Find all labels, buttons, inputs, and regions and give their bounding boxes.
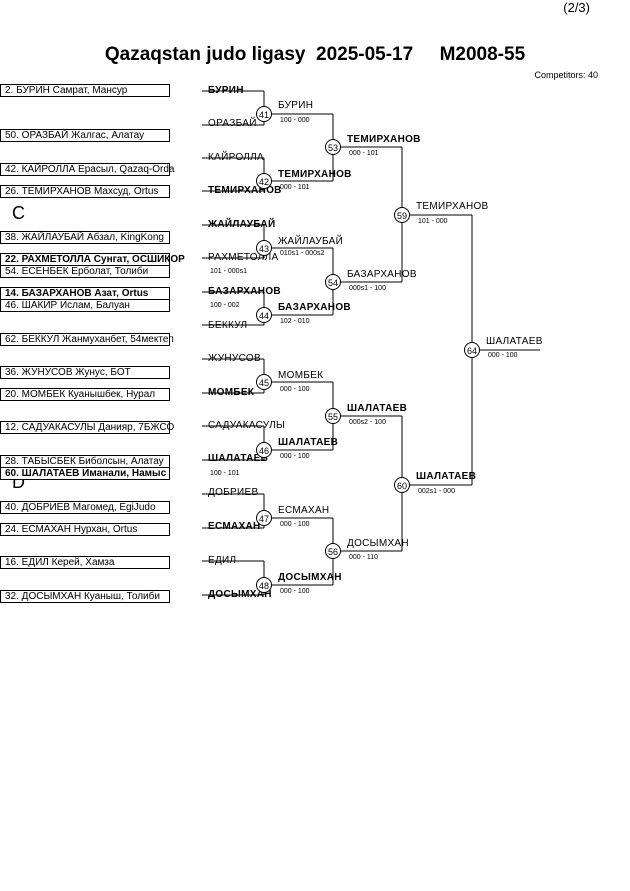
competitor-slot: 12. САДУАКАСУЛЫ Данияр, 7БЖСО xyxy=(0,421,174,434)
match-winner-name: ЖАЙЛАУБАЙ xyxy=(278,236,344,247)
match-winner-name: ШАЛАТАЕВ xyxy=(347,403,408,414)
round1-name: ЖУНУСОВ xyxy=(208,353,261,364)
round1-name: ШАЛАТАЕВ xyxy=(208,453,269,464)
match-winner-name: ТЕМИРХАНОВ xyxy=(347,134,421,145)
prelim-score: 100 - 002 xyxy=(210,302,240,309)
match-number-circle: 47 xyxy=(256,510,272,526)
match-score: 000 - 100 xyxy=(280,588,310,595)
match-winner-name: ШАЛАТАЕВ xyxy=(486,336,543,347)
match-number-circle: 54 xyxy=(325,274,341,290)
round1-name: ДОБРИЕВ xyxy=(208,487,259,498)
round1-name: ЖАЙЛАУБАЙ xyxy=(208,219,276,230)
round1-name: БУРИН xyxy=(208,85,244,96)
page-title: Qazaqstan judo ligasy 2025-05-17 M2008-5… xyxy=(104,44,526,65)
competitor-slot: 24. ЕСМАХАН Нурхан, Ortus xyxy=(0,523,170,536)
match-number-circle: 42 xyxy=(256,173,272,189)
match-winner-name: ШАЛАТАЕВ xyxy=(278,437,339,448)
competitor-slot: 2. БУРИН Самрат, Мансур xyxy=(0,84,170,97)
match-score: 102 - 010 xyxy=(280,318,310,325)
match-number-circle: 56 xyxy=(325,543,341,559)
match-winner-name: МОМБЕК xyxy=(278,370,324,381)
match-score: 000s1 - 100 xyxy=(349,285,386,292)
competitor-slot: 16. ЕДИЛ Керей, Хамза xyxy=(0,556,170,569)
match-winner-name: ЕСМАХАН xyxy=(278,505,330,516)
match-score: 002s1 - 000 xyxy=(418,488,455,495)
match-score: 000s2 - 100 xyxy=(349,419,386,426)
match-number-circle: 55 xyxy=(325,408,341,424)
match-number-circle: 43 xyxy=(256,240,272,256)
match-score: 000 - 101 xyxy=(280,184,310,191)
round1-name: ДОСЫМХАН xyxy=(208,589,272,600)
match-number-circle: 53 xyxy=(325,139,341,155)
match-score: 010s1 - 000s2 xyxy=(280,250,325,257)
match-winner-name: БУРИН xyxy=(278,100,314,111)
competitor-slot: 62. БЕККУЛ Жанмуханбет, 54мектеп xyxy=(0,333,174,346)
prelim-score: 100 - 101 xyxy=(210,470,240,477)
round1-name: ЕДИЛ xyxy=(208,555,237,566)
round1-name: МОМБЕК xyxy=(208,387,255,398)
round1-name: БЕККУЛ xyxy=(208,320,248,331)
round1-name: САДУАКАСУЛЫ xyxy=(208,420,286,431)
match-winner-name: ТЕМИРХАНОВ xyxy=(416,201,489,212)
competitor-slot: 32. ДОСЫМХАН Куаныш, Толиби xyxy=(0,590,170,603)
match-number-circle: 59 xyxy=(394,207,410,223)
pool-c-marker: C xyxy=(12,203,25,223)
match-winner-name: БАЗАРХАНОВ xyxy=(278,302,351,313)
match-number-circle: 45 xyxy=(256,374,272,390)
match-score: 000 - 100 xyxy=(280,453,310,460)
competitor-slot: 46. ШАКИР Ислам, Балуан xyxy=(0,299,170,312)
match-winner-name: ШАЛАТАЕВ xyxy=(416,471,477,482)
competitor-slot: 60. ШАЛАТАЕВ Иманали, Намыс xyxy=(0,467,170,480)
match-number-circle: 64 xyxy=(464,342,480,358)
match-number-circle: 48 xyxy=(256,577,272,593)
round1-name: ТЕМИРХАНОВ xyxy=(208,185,282,196)
competitor-slot: 20. МОМБЕК Куанышбек, Нурал xyxy=(0,388,170,401)
competitor-slot: 36. ЖУНУСОВ Жунус, БОТ xyxy=(0,366,170,379)
match-score: 000 - 100 xyxy=(280,521,310,528)
match-score: 101 - 000 xyxy=(418,218,448,225)
competitors-count: Competitors: 40 xyxy=(534,70,598,80)
match-winner-name: ДОСЫМХАН xyxy=(347,538,409,549)
match-number-circle: 41 xyxy=(256,106,272,122)
match-score: 000 - 100 xyxy=(280,386,310,393)
match-number-circle: 46 xyxy=(256,442,272,458)
competitor-slot: 26. ТЕМИРХАНОВ Махсуд, Ortus xyxy=(0,185,170,198)
match-score: 000 - 110 xyxy=(349,554,379,561)
prelim-score: 101 - 000s1 xyxy=(210,268,247,275)
match-score: 000 - 101 xyxy=(349,150,379,157)
match-winner-name: БАЗАРХАНОВ xyxy=(347,269,417,280)
match-number-circle: 60 xyxy=(394,477,410,493)
match-score: 100 - 000 xyxy=(280,117,310,124)
competitor-slot: 38. ЖАЙЛАУБАЙ Абзал, KingKong xyxy=(0,231,170,244)
match-number-circle: 44 xyxy=(256,307,272,323)
round1-name: БАЗАРХАНОВ xyxy=(208,286,281,297)
page-number: (2/3) xyxy=(563,0,590,15)
competitor-slot: 50. ОРАЗБАЙ Жалгас, Алатау xyxy=(0,129,170,142)
competitor-slot: 42. КАЙРОЛЛА Ерасыл, Qazaq-Orda xyxy=(0,163,174,176)
round1-name: ОРАЗБАЙ xyxy=(208,118,257,129)
round1-name: ЕСМАХАН xyxy=(208,521,261,532)
round1-name: КАЙРОЛЛА xyxy=(208,152,264,163)
round1-name: РАХМЕТОЛЛА xyxy=(208,252,279,263)
match-winner-name: ДОСЫМХАН xyxy=(278,572,342,583)
match-score: 000 - 100 xyxy=(488,352,518,359)
competitor-slot: 54. ЕСЕНБЕК Ерболат, Толиби xyxy=(0,265,170,278)
competitor-slot: 40. ДОБРИЕВ Магомед, EgiJudo xyxy=(0,501,170,514)
match-winner-name: ТЕМИРХАНОВ xyxy=(278,169,352,180)
